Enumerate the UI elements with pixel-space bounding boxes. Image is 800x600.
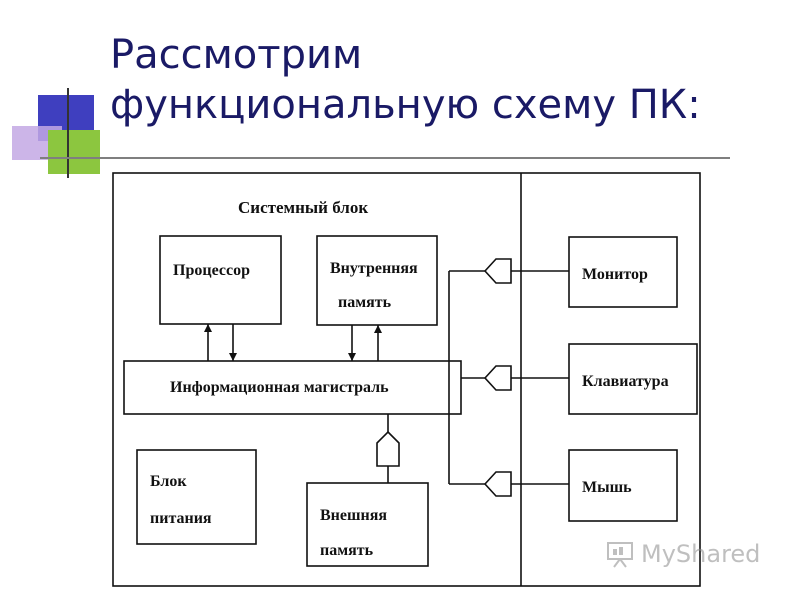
port-mouse	[483, 471, 512, 497]
monitor-label: Монитор	[582, 266, 648, 283]
decor-line-vertical	[67, 88, 69, 178]
internal-memory-label-line2: память	[338, 294, 392, 311]
power-supply-label-line1: Блок	[150, 473, 187, 490]
power-supply-label-line2: питания	[150, 510, 212, 527]
port-monitor	[483, 258, 512, 284]
internal-memory-label-line1: Внутренняя	[330, 260, 418, 277]
information-bus-box	[123, 360, 462, 415]
power-supply-box	[136, 449, 257, 545]
watermark: MyShared	[605, 537, 760, 571]
presentation-board-icon	[607, 542, 633, 568]
monitor-box	[568, 236, 678, 308]
mouse-box	[568, 449, 678, 522]
external-memory-label-line2: память	[320, 542, 374, 559]
title-rule	[40, 157, 730, 159]
information-bus-label: Информационная магистраль	[170, 379, 389, 396]
external-memory-box	[306, 482, 429, 567]
system-unit-label: Системный блок	[238, 198, 368, 217]
port-keyboard	[483, 365, 512, 391]
internal-memory-box	[316, 235, 438, 326]
watermark-text: MyShared	[641, 540, 761, 568]
outer-frame	[112, 172, 701, 587]
slide-title: Рассмотрим функциональную схему ПК:	[110, 30, 701, 130]
port-external-memory	[376, 430, 400, 467]
processor-label: Процессор	[173, 262, 250, 279]
slide-title-line2: функциональную схему ПК:	[110, 82, 701, 128]
keyboard-label: Клавиатура	[582, 373, 669, 390]
decor-square-green	[48, 130, 100, 174]
processor-box	[159, 235, 282, 325]
keyboard-box	[568, 343, 698, 415]
mouse-label: Мышь	[582, 479, 632, 496]
external-memory-label-line1: Внешняя	[320, 507, 387, 524]
slide-title-line1: Рассмотрим	[110, 32, 363, 78]
